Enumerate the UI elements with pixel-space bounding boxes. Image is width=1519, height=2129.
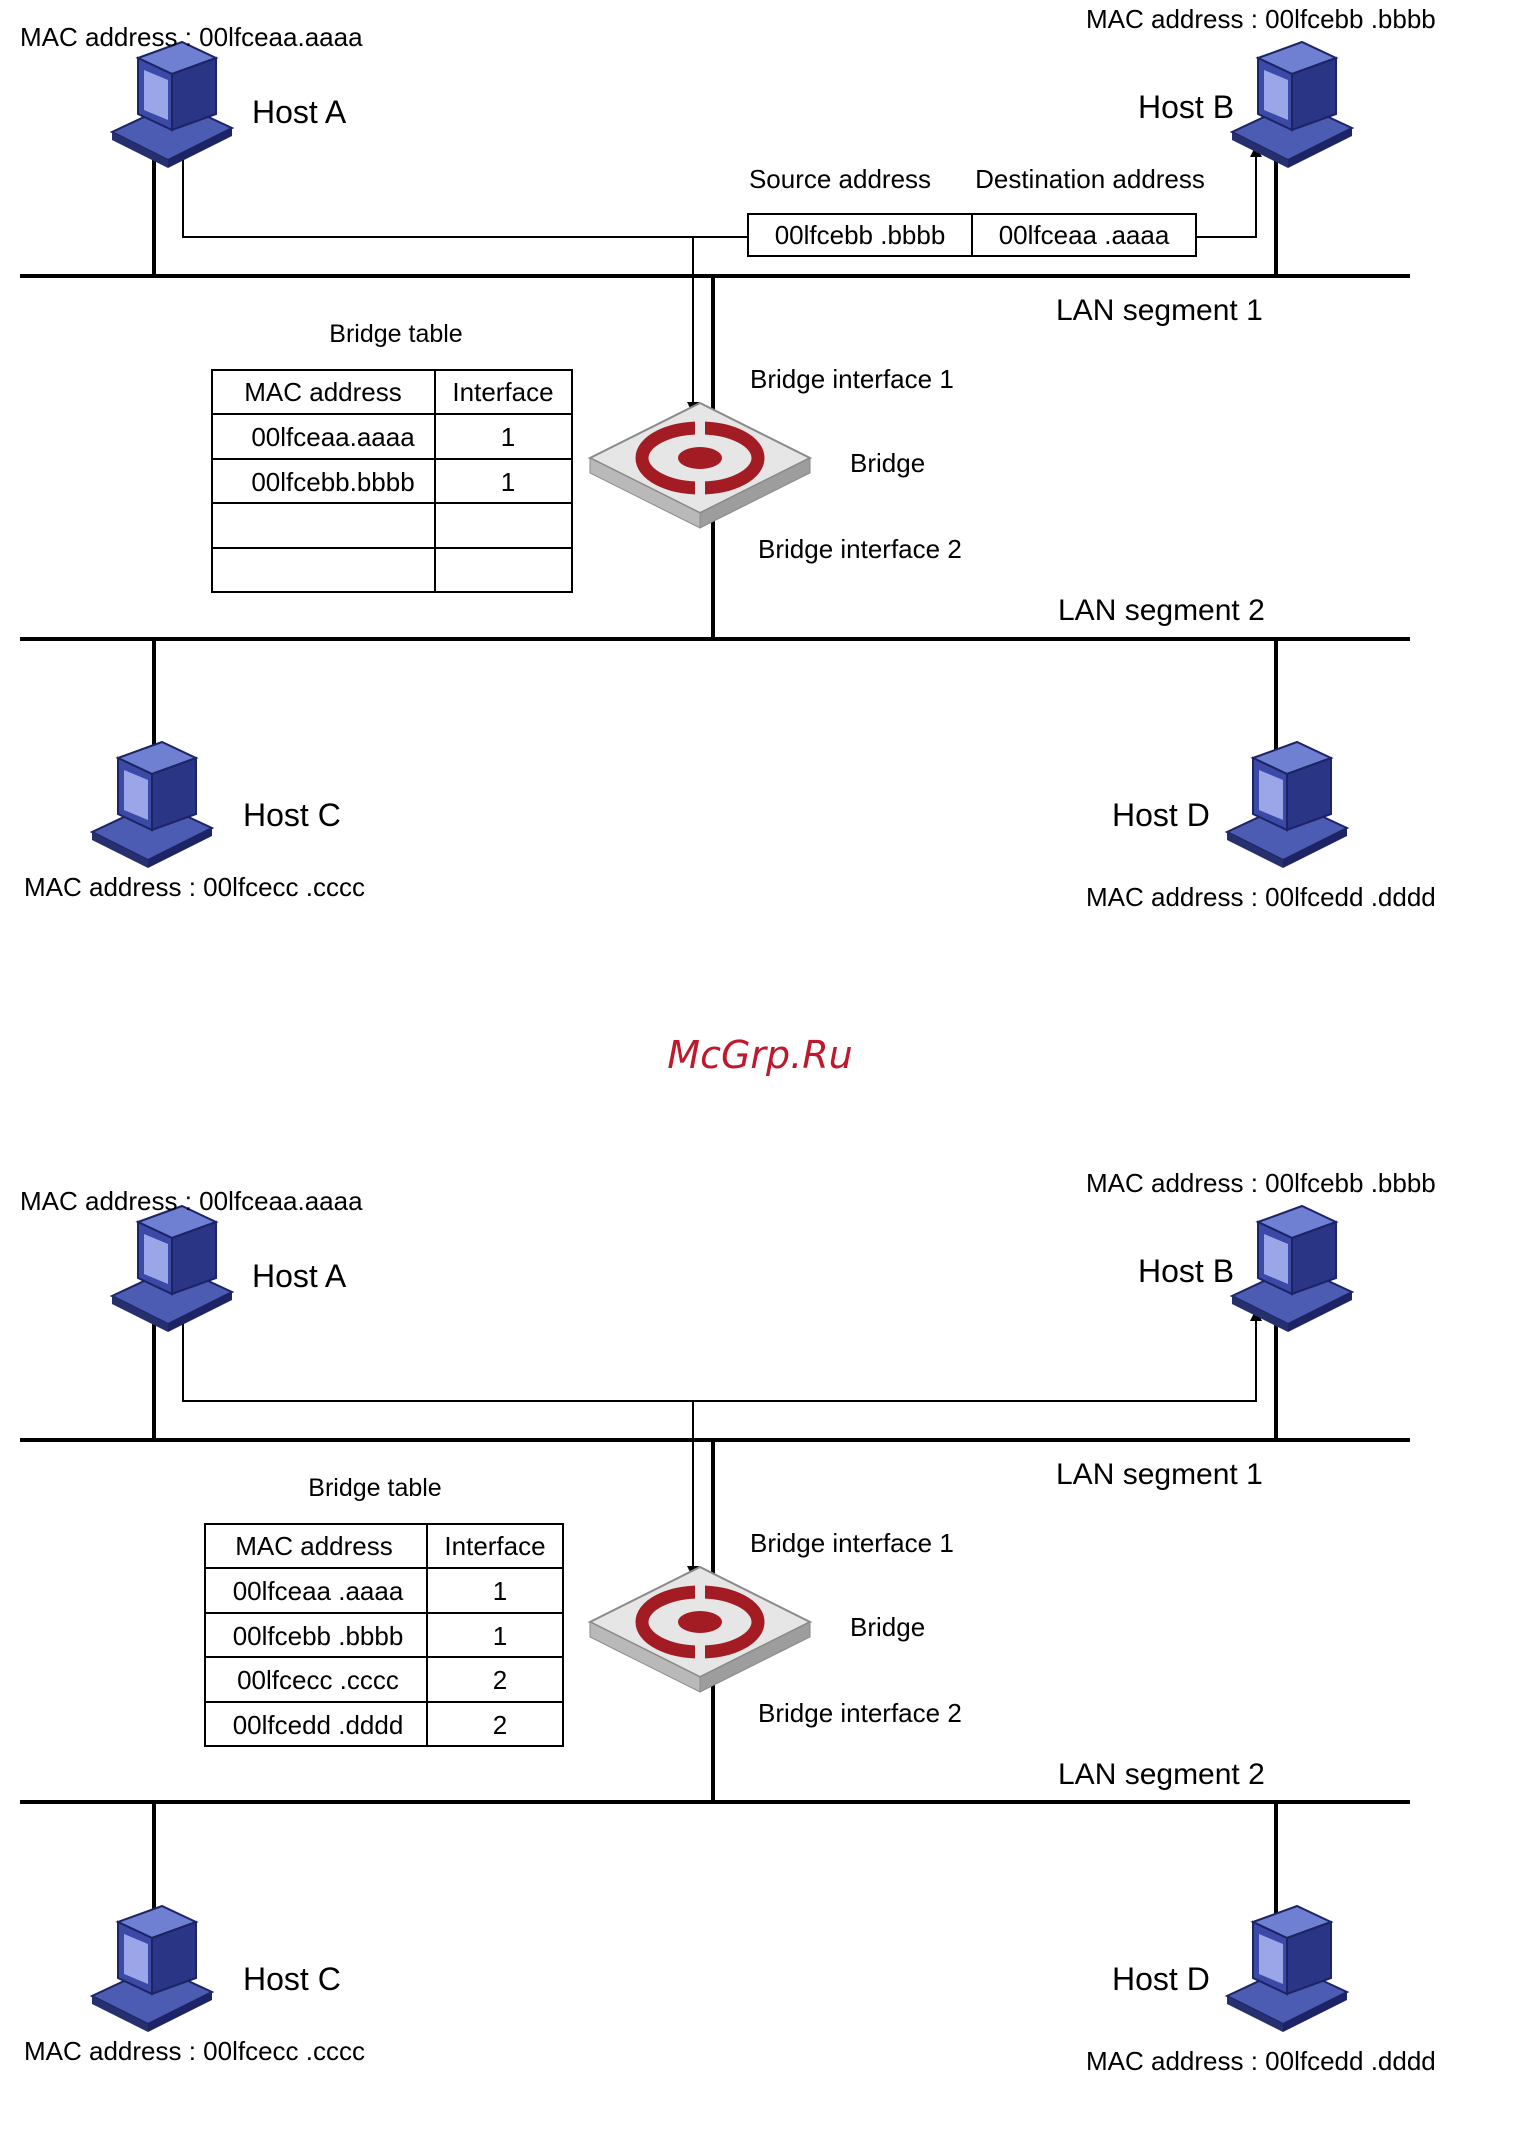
table-cell-interface: 1: [493, 1576, 507, 1606]
table-header-interface: Interface: [452, 377, 553, 407]
bridge-table: MAC address Interface 00lfceaa.aaaa 1 00…: [211, 369, 573, 593]
host-a-mac: MAC address : 00lfceaa.aaaa: [20, 22, 363, 52]
host-d-mac: MAC address : 00lfcedd .dddd: [1086, 882, 1436, 912]
host-c-mac: MAC address : 00lfcecc .cccc: [24, 872, 365, 902]
table-header-interface: Interface: [444, 1531, 545, 1561]
table-cell-mac: 00lfcebb .bbbb: [233, 1621, 404, 1651]
frame-source-header: Source address: [749, 164, 931, 194]
host-b-icon: [1231, 1205, 1353, 1333]
frame-dest-box: [971, 213, 1197, 257]
bridge-icon: [590, 403, 810, 528]
table-cell-mac: 00lfcebb.bbbb: [251, 467, 414, 497]
host-d-mac: MAC address : 00lfcedd .dddd: [1086, 2046, 1436, 2076]
table-cell-mac: 00lfcecc .cccc: [237, 1665, 399, 1695]
bridge-interface-1-label: Bridge interface 1: [750, 1528, 954, 1558]
bridge-label: Bridge: [850, 448, 925, 478]
lan-segment-1-label: LAN segment 1: [1056, 1458, 1263, 1491]
frame-dest-value: 00lfceaa .aaaa: [999, 220, 1170, 250]
lan-segment-2-label: LAN segment 2: [1058, 1758, 1265, 1791]
host-c-icon: [91, 741, 213, 869]
table-cell-interface: 1: [501, 467, 515, 497]
host-a-mac: MAC address : 00lfceaa.aaaa: [20, 1186, 363, 1216]
host-d-label: Host D: [1112, 1961, 1210, 1997]
lan-segment-1-label: LAN segment 1: [1056, 294, 1263, 327]
frame-path-to-b: [182, 1290, 1262, 1402]
table-cell-interface: 2: [493, 1710, 507, 1740]
host-c-label: Host C: [243, 1961, 341, 1997]
host-c-icon: [91, 1905, 213, 2033]
table-cell-interface: 1: [501, 422, 515, 452]
bridge-table: MAC address Interface 00lfceaa .aaaa 1 0…: [204, 1523, 564, 1747]
bridge-icon: [590, 1567, 810, 1692]
host-b-label: Host B: [1138, 89, 1234, 125]
bridge-interface-2-label: Bridge interface 2: [758, 1698, 962, 1728]
host-d-icon: [1226, 1905, 1348, 2033]
host-d-label: Host D: [1112, 797, 1210, 833]
bridge-table-title: Bridge table: [308, 1474, 441, 1502]
host-d-icon: [1226, 741, 1348, 869]
bridge-interface-2-label: Bridge interface 2: [758, 534, 962, 564]
lan-segment-2-label: LAN segment 2: [1058, 594, 1265, 627]
host-a-label: Host A: [252, 94, 347, 130]
table-header-mac: MAC address: [235, 1531, 393, 1561]
frame-path-to-b: [1196, 145, 1262, 238]
table-cell-mac: 00lfceaa .aaaa: [233, 1576, 404, 1606]
host-a-icon: [111, 41, 233, 169]
bridge-label: Bridge: [850, 1612, 925, 1642]
host-b-mac: MAC address : 00lfcebb .bbbb: [1086, 1168, 1436, 1198]
host-a-label: Host A: [252, 1258, 347, 1294]
frame-path-a: [182, 125, 748, 238]
table-cell-mac: 00lfcedd .dddd: [233, 1710, 404, 1740]
host-c-mac: MAC address : 00lfcecc .cccc: [24, 2036, 365, 2066]
bridge-interface-1-label: Bridge interface 1: [750, 364, 954, 394]
frame-source-value: 00lfcebb .bbbb: [775, 220, 946, 250]
host-c-label: Host C: [243, 797, 341, 833]
frame-dest-header: Destination address: [975, 164, 1205, 194]
host-b-mac: MAC address : 00lfcebb .bbbb: [1086, 4, 1436, 34]
table-header-mac: MAC address: [244, 377, 402, 407]
table-cell-mac: 00lfceaa.aaaa: [251, 422, 415, 452]
panel-2: Host A Host B Host C Host D MAC address …: [20, 1168, 1436, 2076]
panel-1: Source address Destination address 00lfc…: [20, 4, 1436, 912]
table-cell-interface: 2: [493, 1665, 507, 1695]
host-b-label: Host B: [1138, 1253, 1234, 1289]
host-b-icon: [1231, 41, 1353, 169]
host-a-icon: [111, 1205, 233, 1333]
table-cell-interface: 1: [493, 1621, 507, 1651]
bridge-table-title: Bridge table: [329, 320, 462, 348]
watermark: McGrp.Ru: [667, 1033, 852, 1077]
